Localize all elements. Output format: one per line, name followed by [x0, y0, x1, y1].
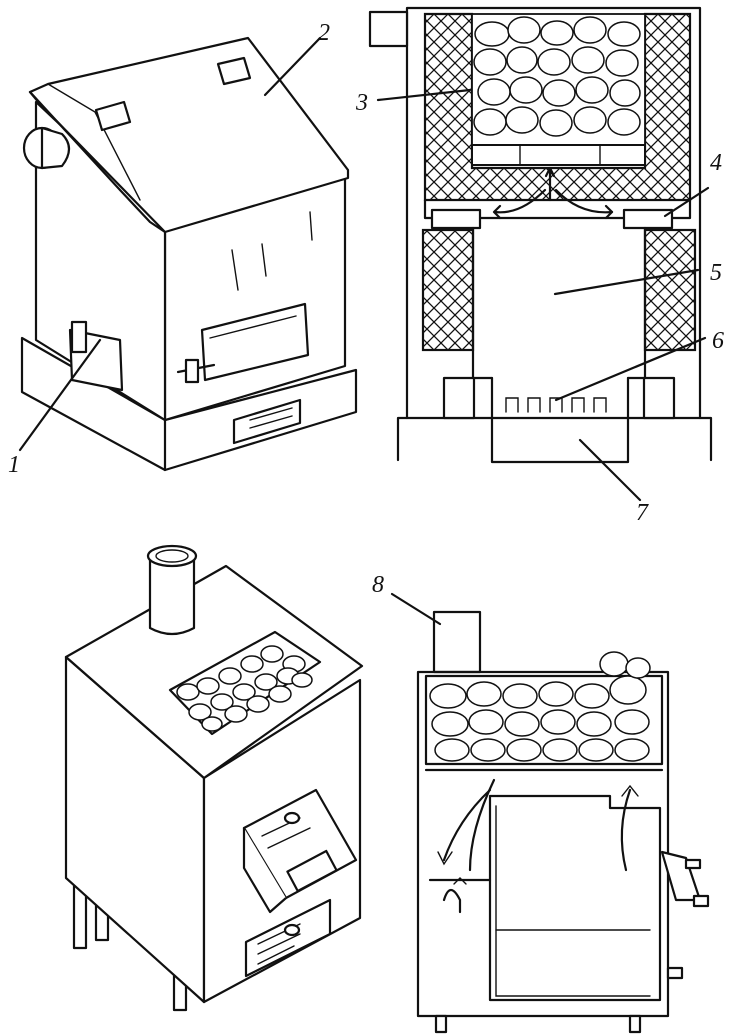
heater-stones-lower [429, 651, 651, 762]
label-4-8: 8 [372, 572, 384, 598]
grate [505, 397, 607, 413]
stove-slanted-lid-drawing [18, 36, 358, 472]
label-1-2: 2 [318, 20, 330, 46]
stove-flow-section-drawing [390, 592, 710, 1034]
box-stove-drawing [64, 544, 364, 1012]
label-2-5: 5 [710, 260, 722, 286]
label-2-7: 7 [636, 500, 649, 526]
label-2-6: 6 [712, 328, 724, 354]
label-2-4: 4 [710, 150, 722, 176]
label-2-3: 3 [355, 90, 368, 116]
label-1-1: 1 [8, 452, 20, 478]
heater-stones-upper [473, 16, 641, 137]
stove-section-drawing [368, 6, 713, 502]
heater-stones-top [176, 645, 313, 732]
